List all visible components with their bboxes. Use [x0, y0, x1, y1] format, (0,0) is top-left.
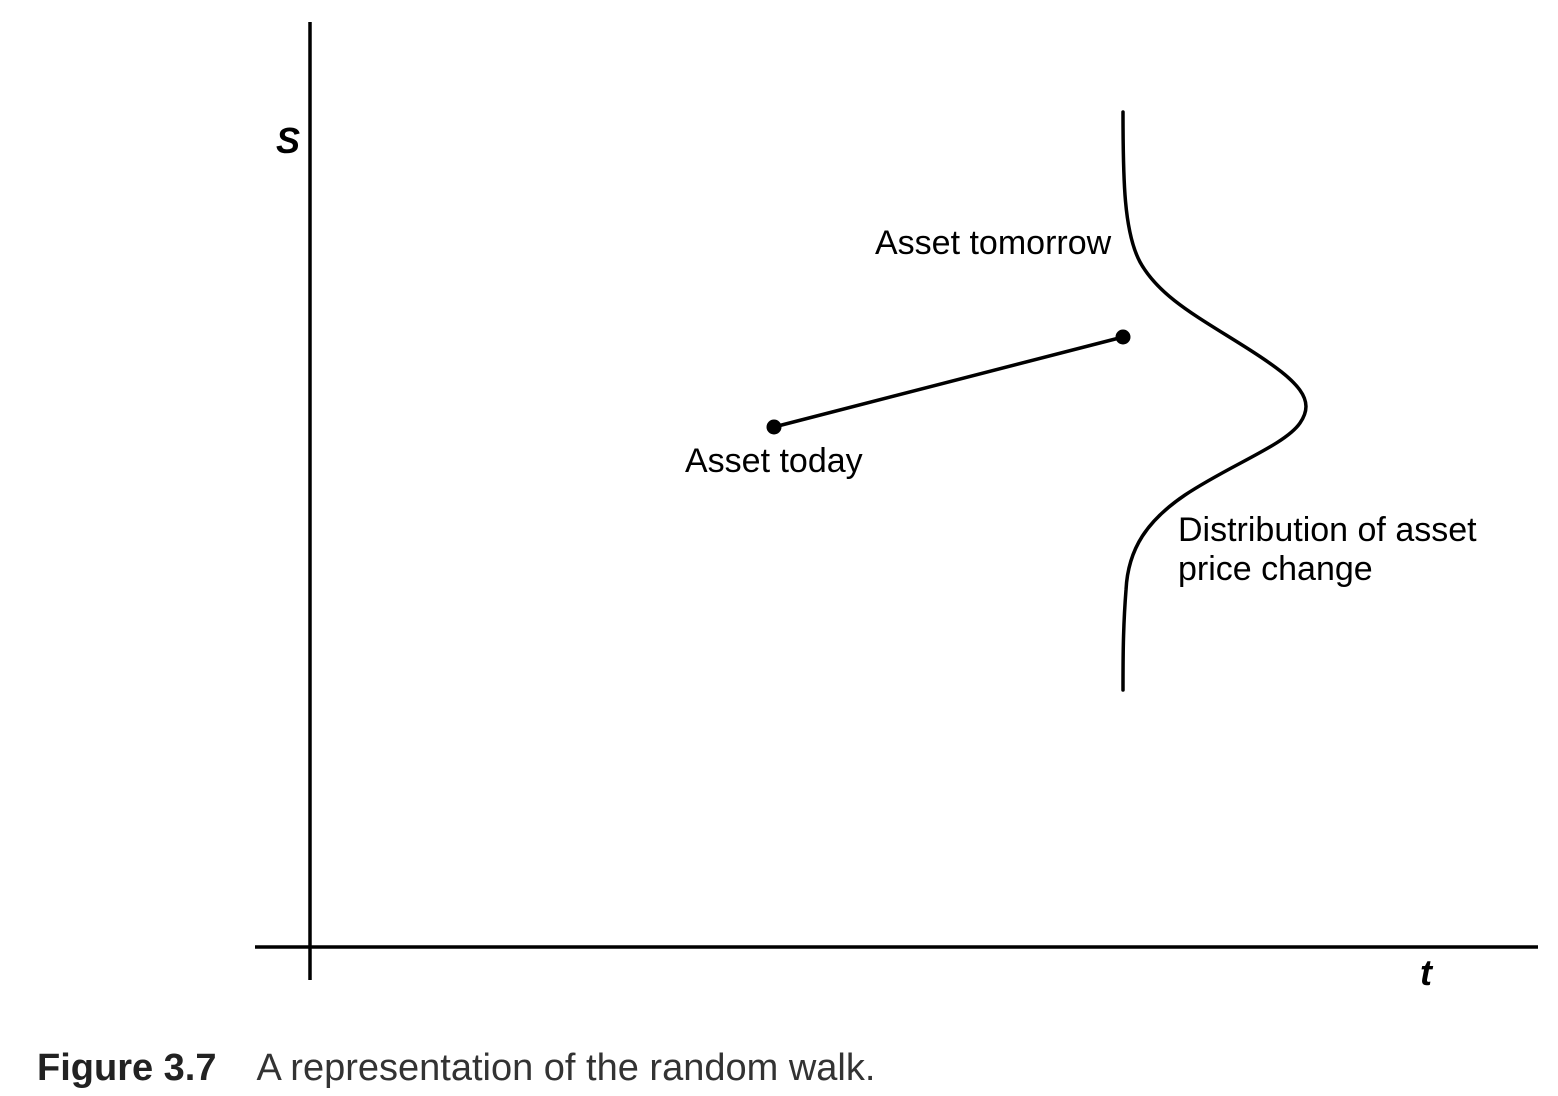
figure-number: Figure 3.7	[37, 1047, 217, 1089]
caption-text: A representation of the random walk.	[256, 1047, 876, 1089]
asset-tomorrow-point	[1115, 329, 1131, 345]
figure-caption: Figure 3.7 A representation of the random…	[37, 1046, 875, 1090]
asset-today-point	[766, 419, 782, 435]
y-axis-label: S	[276, 120, 300, 161]
random-walk-step-line	[773, 335, 1124, 429]
distribution-curve	[1121, 110, 1308, 692]
asset-tomorrow-label: Asset tomorrow	[875, 224, 1112, 262]
x-axis-label: t	[1420, 952, 1434, 993]
distribution-label-line-1: Distribution of asset	[1178, 511, 1477, 549]
asset-today-label: Asset today	[685, 442, 863, 480]
distribution-label-line-2: price change	[1178, 550, 1373, 588]
